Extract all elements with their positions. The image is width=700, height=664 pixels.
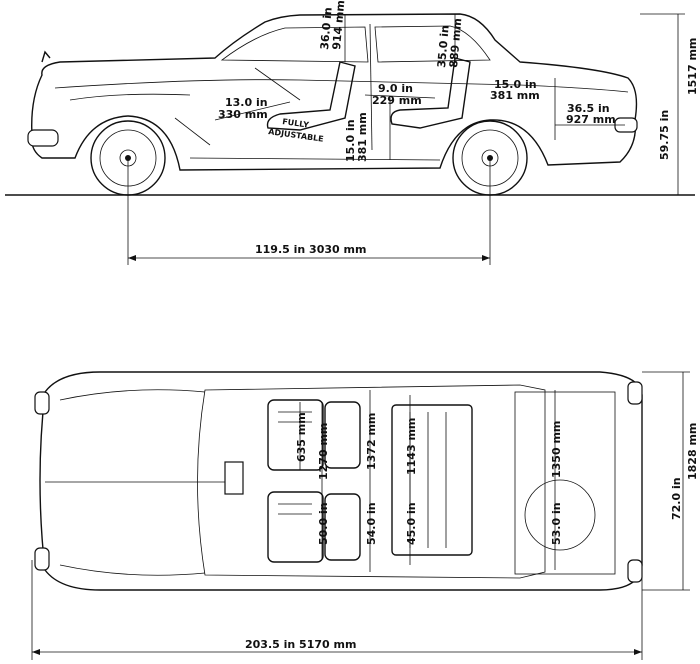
legroom-dim <box>214 101 291 121</box>
label-front-in2: 54.0 in <box>365 502 378 545</box>
top-view: 635 mm 1270 mm 1372 mm 1143 mm 1350 mm 5… <box>31 371 699 660</box>
label-width-mm: 1828 mm <box>686 423 699 480</box>
label-width-in: 72.0 in <box>670 477 683 520</box>
label-wheelbase: 119.5 in 3030 mm <box>255 243 366 256</box>
rear-seat <box>390 57 471 129</box>
top-body-outline <box>39 371 643 591</box>
car-body-outline <box>31 13 638 171</box>
door-pillar <box>369 23 373 151</box>
front-seats <box>267 399 361 563</box>
label-rear-cabin: 1143 mm <box>405 418 418 475</box>
rear-bench <box>391 404 473 556</box>
steering-wheel <box>254 67 301 101</box>
label-fully: FULLY <box>282 117 310 130</box>
label-front-in: 50.0 in <box>317 502 330 545</box>
label-height-mm: 1517 mm <box>686 38 699 95</box>
label-rear-in: 45.0 in <box>405 502 418 545</box>
label-headroom-rear: 35.0 in <box>435 25 452 69</box>
label-headroom-front: 36.0 in <box>318 7 335 51</box>
top-cabin-outline <box>197 384 546 579</box>
label-trunk-length: 36.5 in <box>567 102 610 115</box>
label-knee: 9.0 in <box>378 82 413 95</box>
front-lamp-left <box>34 391 50 415</box>
label-trunk-length-mm: 927 mm <box>566 113 616 126</box>
front-bumper <box>27 129 59 147</box>
label-headroom-front-mm: 914 mm <box>330 0 347 50</box>
label-seat-height: 15.0 in <box>344 119 357 162</box>
label-seat-height-mm: 381 mm <box>356 112 369 162</box>
front-seat <box>266 61 356 131</box>
rear-lamp-left <box>627 381 643 405</box>
front-lamp-right <box>34 547 50 571</box>
label-trunk-w-in: 53.0 in <box>550 502 563 545</box>
label-length: 203.5 in 5170 mm <box>245 638 356 651</box>
trunk-outline <box>514 391 616 575</box>
label-front-cabin: 1372 mm <box>365 413 378 470</box>
mascot-icon <box>41 50 51 63</box>
label-height-in: 59.75 in <box>658 110 671 160</box>
bonnet-left <box>59 389 206 401</box>
side-view: 36.0 in 914 mm 35.0 in 889 mm 13.0 in 33… <box>5 0 699 265</box>
label-legroom-front-mm: 330 mm <box>218 108 268 121</box>
knee-dim <box>364 94 436 99</box>
rear-lamp-right <box>627 559 643 583</box>
grille-vent <box>224 461 244 495</box>
label-trunk-height-mm: 381 mm <box>490 89 540 102</box>
label-knee-mm: 229 mm <box>372 94 422 107</box>
belt-line <box>54 79 629 93</box>
steering-column <box>174 117 211 146</box>
label-headroom-rear-mm: 889 mm <box>447 18 464 69</box>
sill-line <box>189 157 441 161</box>
label-front-seat-w: 635 mm <box>295 412 308 462</box>
bonnet-line <box>69 93 191 101</box>
label-trunk-w: 1350 mm <box>550 421 563 478</box>
side-windows <box>220 25 491 63</box>
label-legroom-front: 13.0 in <box>225 96 268 109</box>
label-front-seat-w2: 1270 mm <box>317 423 330 480</box>
spare-wheel <box>524 479 596 551</box>
label-trunk-height: 15.0 in <box>494 78 537 91</box>
bonnet-right <box>59 564 206 576</box>
